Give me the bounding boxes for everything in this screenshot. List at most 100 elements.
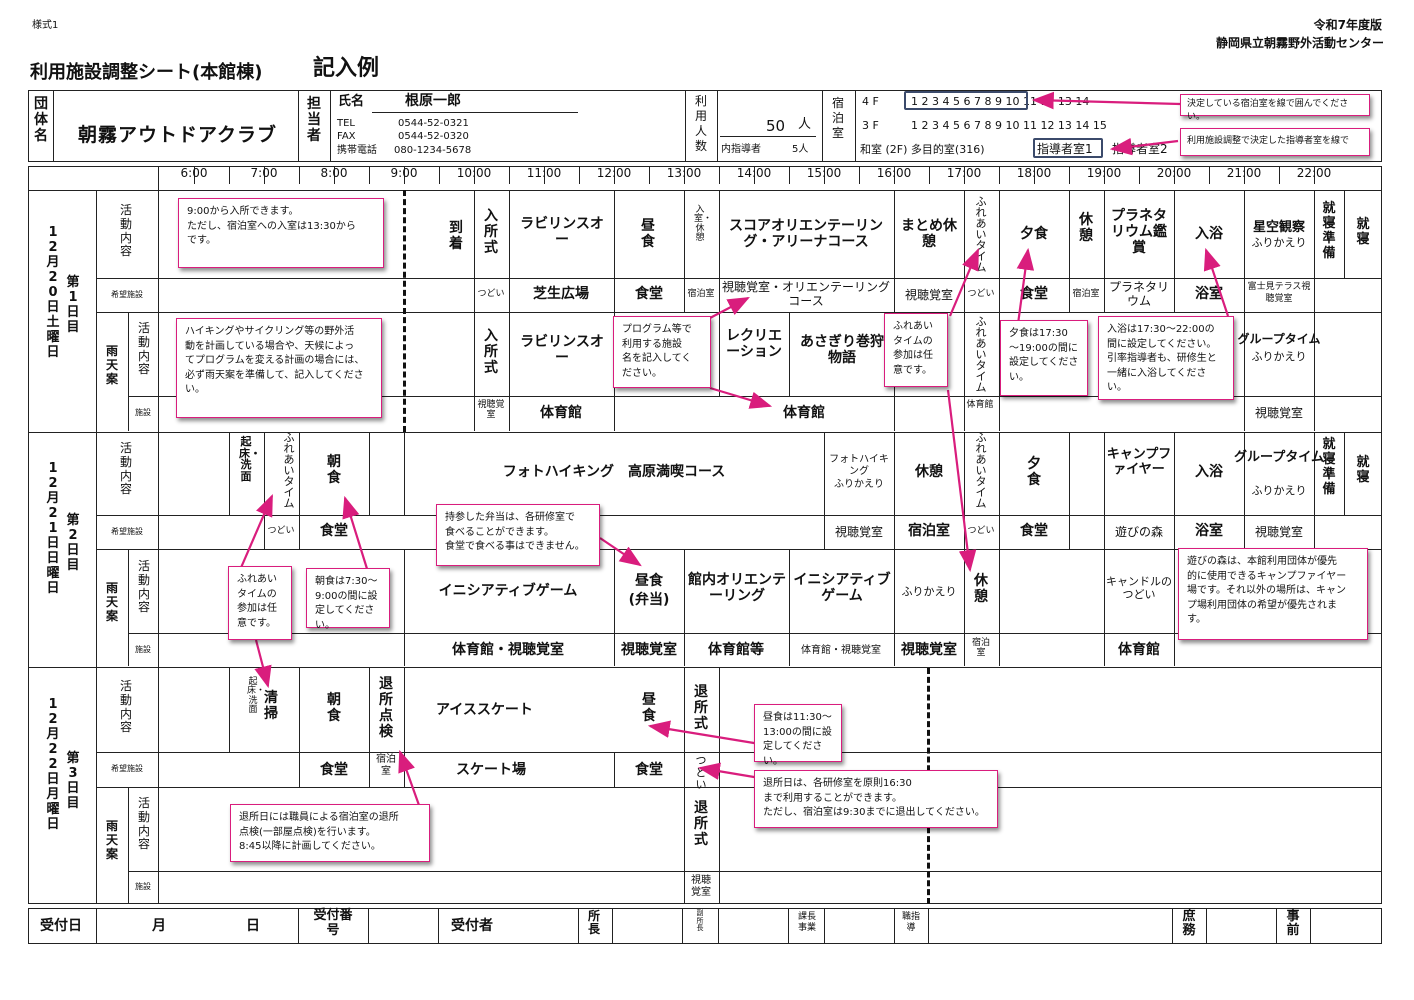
- arrow-bento: [599, 537, 642, 567]
- hour-label: 7:00: [250, 166, 278, 180]
- d1-matome: まとめ休憩: [901, 218, 957, 251]
- rooms-3f: 1 2 3 4 5 6 7 8 9 10 11 12 13 14 15: [911, 119, 1107, 132]
- d2-rf-shukuhaku: 宿泊室: [971, 638, 990, 659]
- d1-arrive: 到着: [449, 220, 463, 253]
- d1-facility-label: 希望施設: [111, 290, 143, 299]
- d1-bath: 入浴: [1195, 226, 1223, 242]
- d2-f-shokudo2: 食堂: [1020, 523, 1048, 539]
- d1-f-shokudo2: 食堂: [1020, 286, 1048, 302]
- d3-rain-facility-label: 施設: [135, 882, 151, 891]
- d1-r-recreation: レクリエーション: [726, 328, 782, 361]
- d2-photo: フォトハイキング: [829, 454, 889, 477]
- d1-f-planetarium: プラネタリウム: [1108, 280, 1169, 309]
- hour-label: 18:00: [1016, 166, 1052, 180]
- name-label: 氏名: [338, 94, 365, 109]
- d2-rain-activity-label: 活動内容: [137, 559, 150, 615]
- tel-label: TEL: [337, 118, 355, 129]
- d2-f-shukuhaku: 宿泊室: [908, 523, 950, 539]
- d2-breakfast: 朝食: [327, 454, 341, 487]
- hour-label: 17:00: [946, 166, 982, 180]
- d3-clean: 清掃: [264, 690, 278, 723]
- org-name: 静岡県立朝霧野外活動センター: [1215, 36, 1384, 50]
- d1-r-group-sub: ふりかえり: [1251, 350, 1307, 363]
- arrow-dinner: [1016, 247, 1035, 325]
- example-label: 記入例: [313, 56, 380, 81]
- d2-r-initiative2: イニシアティブゲーム: [793, 572, 891, 605]
- checkin-time-line: [403, 190, 406, 432]
- d2-activity-label: 活動内容: [119, 441, 132, 497]
- d1-r-enter: 入所式: [484, 328, 498, 377]
- advance-label: 事前: [1286, 909, 1300, 939]
- note-forest: 遊びの森は、本館利用団体が優先 的に使用できるキャンプファイヤー 場です。それ以…: [1178, 548, 1368, 640]
- d2-facility-label: 希望施設: [111, 527, 143, 536]
- d2-dinner: 夕食: [1027, 456, 1041, 489]
- d1-labyrinth: ラビリンスオー: [520, 216, 604, 249]
- leader-count: 5人: [792, 144, 809, 155]
- d2-f-tsudoi2: つどい: [967, 526, 995, 536]
- note-bento: 持参した弁当は、各研修室で 食べることができます。 食堂で食べる事はできません。: [436, 504, 600, 566]
- d1-f-shukuhaku: 宿泊室: [687, 289, 715, 299]
- d1-rf-shicho: 視聴覚室: [477, 400, 505, 421]
- leader-room-highlight: [1033, 138, 1103, 158]
- d2-group: グループタイム: [1234, 450, 1324, 465]
- d2-f-shokudo: 食堂: [320, 523, 348, 539]
- d3-ice-skate: アイススケート: [436, 702, 533, 718]
- d2-f-forest: 遊びの森: [1114, 525, 1164, 539]
- day1-number: 第1日目: [66, 275, 80, 335]
- d1-sleep-prep: 就寝準備: [1322, 201, 1336, 261]
- d2-f-bath: 浴室: [1195, 523, 1223, 539]
- d1-star: 星空観察: [1252, 220, 1306, 235]
- d2-f-tsudoi: つどい: [267, 526, 295, 536]
- d1-rf-gym2: 体育館: [783, 405, 825, 421]
- staff-label: 職指導: [901, 912, 920, 933]
- chief-label: 所長: [587, 909, 600, 937]
- d2-f-shicho: 視聴覚室: [834, 525, 884, 539]
- d2-r-lunch: 昼食: [635, 573, 663, 589]
- d3-activity-label: 活動内容: [119, 679, 132, 735]
- d1-fureai: ふれあいタイム: [975, 195, 987, 274]
- d3-breakfast: 朝食: [327, 692, 341, 725]
- d3-r-exit: 退所式: [694, 800, 708, 849]
- fax-label: FAX: [337, 131, 356, 142]
- d1-f-shicho: 視聴覚室: [904, 288, 954, 302]
- note-fureai-2: ふれあい タイムの 参加は任 意です。: [228, 566, 292, 640]
- d2-wake: 起床・洗面: [239, 435, 261, 483]
- d1-rf-gym: 体育館: [540, 405, 582, 421]
- note-facility-name: プログラム等で 利用する施設 名を記入してく ださい。: [613, 316, 711, 388]
- d1-r-asagiri: あさぎり巻狩物語: [800, 334, 884, 367]
- d2-r-lunch-sub: (弁当): [628, 592, 670, 608]
- hour-label: 8:00: [320, 166, 348, 180]
- d2-rf-shicho: 視聴覚室: [621, 642, 677, 658]
- d1-sleep: 就寝: [1356, 217, 1370, 247]
- d2-rest: 休憩: [915, 464, 943, 480]
- d3-wake: 起床・洗面: [247, 677, 266, 716]
- receipt-person-label: 受付者: [451, 918, 493, 934]
- d2-fureai2: ふれあいタイム: [975, 431, 987, 510]
- d1-rain-label: 雨天案: [105, 344, 118, 386]
- arrow-facility-gym: [709, 386, 773, 409]
- d1-r-group: グループタイム: [1237, 332, 1321, 346]
- note-fureai-1: ふれあい タイムの 参加は任 意です。: [884, 313, 948, 387]
- mobile-value: 080-1234-5678: [394, 145, 472, 156]
- note-leader-room: 利用施設調整で決定した指導者室を線で: [1180, 128, 1370, 156]
- day2-date: 12月21日日曜日: [46, 461, 60, 596]
- room-types: 和室 (2F) 多目的室(316): [860, 143, 985, 156]
- d1-f-tsudoi: つどい: [477, 289, 505, 299]
- hour-label: 13:00: [666, 166, 702, 180]
- group-label: 団体名: [34, 96, 48, 145]
- note-dinner: 夕食は17:30 ～19:00の間に 設定してくださ い。: [1000, 320, 1088, 396]
- d2-rf-gym4: 体育館: [1118, 642, 1160, 658]
- mobile-label: 携帯電話: [337, 145, 377, 156]
- leader-label: 内指導者: [721, 144, 761, 155]
- note-checkin: 9:00から入所できます。 ただし、宿泊室への入室は13:30から です。: [178, 198, 384, 268]
- arrow-exit: [697, 762, 761, 780]
- d2-rf-gym: 体育館・視聴覚室: [452, 642, 564, 658]
- d3-lunch: 昼食: [642, 692, 656, 725]
- general-affairs-label: 庶務: [1182, 909, 1196, 939]
- d3-f-shokudo2: 食堂: [635, 762, 663, 778]
- section-chief-label: 課長事業: [797, 912, 816, 933]
- d3-f-skate: スケート場: [456, 762, 526, 778]
- arrow-fureai-down: [946, 389, 977, 573]
- arrow-breakfast: [342, 495, 370, 573]
- d1-star-sub: ふりかえり: [1251, 236, 1307, 249]
